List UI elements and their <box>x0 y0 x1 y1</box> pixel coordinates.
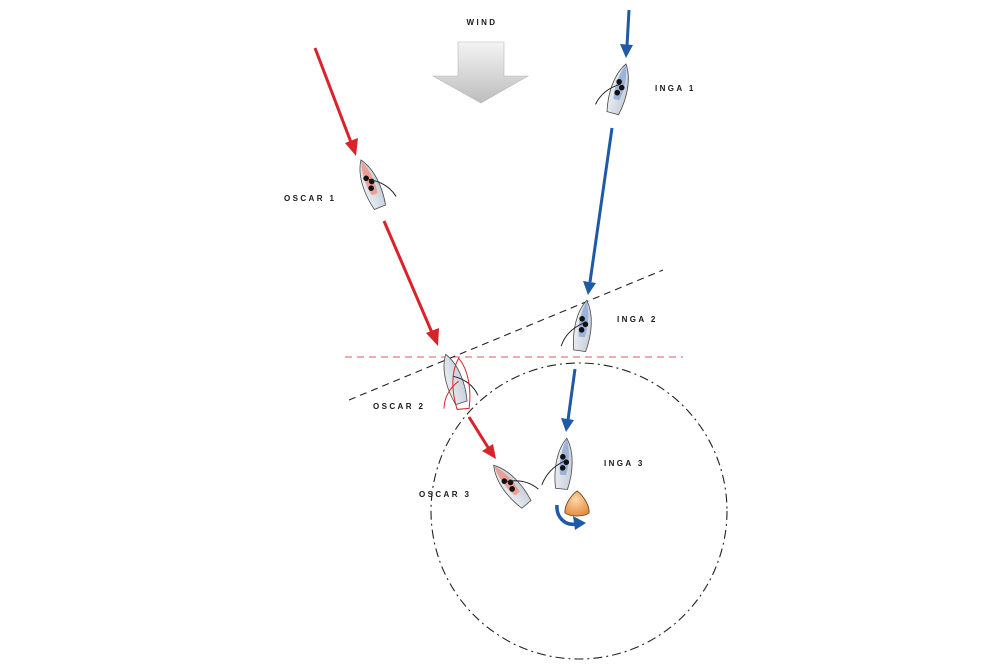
inga-track-arrow-1 <box>625 9 631 47</box>
oscar-arrowhead-1 <box>345 138 358 156</box>
mark-zone-circle <box>430 362 728 660</box>
oscar-2-label: OSCAR 2 <box>373 402 425 411</box>
inga-1-boat <box>595 63 629 116</box>
inga-arrowhead-1 <box>620 44 633 58</box>
inga-track-arrow-2 <box>588 127 614 283</box>
oscar-track <box>313 47 496 459</box>
wind-arrow-icon <box>431 41 530 104</box>
oscar-1-boat <box>359 159 397 210</box>
inga-track-arrow-3 <box>566 368 577 421</box>
oscar-track-arrow-3 <box>467 416 491 450</box>
oscar-3-boat <box>493 464 539 509</box>
oscar-track-arrow-1 <box>313 47 354 146</box>
wind-label: WIND <box>467 18 498 27</box>
oscar-track-arrow-2 <box>382 220 435 336</box>
inga-3-label: INGA 3 <box>604 459 645 468</box>
wind-indicator: WIND <box>431 18 530 104</box>
oscar-1-label: OSCAR 1 <box>284 194 336 203</box>
inga-track <box>561 9 633 432</box>
inga-arrowhead-2 <box>583 281 596 295</box>
oscar-arrowhead-2 <box>426 328 439 346</box>
rounding-arrow-icon <box>555 504 586 530</box>
inga-reference-line <box>348 269 664 401</box>
oscar-3-label: OSCAR 3 <box>419 490 471 499</box>
inga-2-boat <box>560 299 592 353</box>
inga-1-label: INGA 1 <box>655 84 696 93</box>
inga-2-label: INGA 2 <box>617 315 658 324</box>
turning-mark-icon <box>564 490 590 517</box>
oscar-arrowhead-3 <box>482 444 496 459</box>
inga-3-boat <box>541 437 573 490</box>
oscar-2-alternate-outline <box>443 357 471 410</box>
inga-arrowhead-3 <box>561 418 574 432</box>
